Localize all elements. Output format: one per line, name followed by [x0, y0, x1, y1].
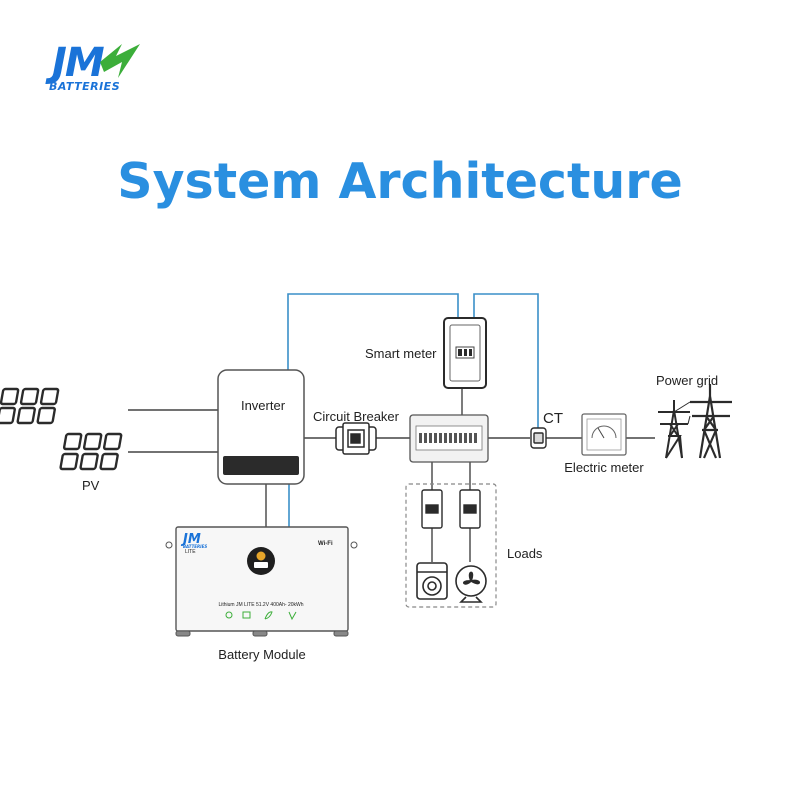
logo-letters: JM — [45, 40, 104, 86]
panel-switch-row — [419, 433, 477, 443]
battery-wifi-label: Wi-Fi — [318, 541, 333, 547]
panel-switch — [444, 433, 447, 443]
battery-check-icon — [288, 611, 297, 621]
battery-logo-word: BATTERIES — [183, 544, 207, 549]
battery-leaf-icon — [264, 611, 273, 620]
battery-power-button — [247, 547, 275, 575]
panel-switch — [459, 433, 462, 443]
ct-label: CT — [543, 410, 563, 427]
battery-status-badge-icon — [256, 551, 266, 561]
panel-switch — [474, 433, 477, 443]
power-tower-icon — [658, 400, 690, 459]
power-line-cables — [673, 401, 691, 425]
wire-inverter-smartmeter — [287, 293, 459, 370]
battery-spec-text: Lithium JM LITE 51.2V 400Ah- 20kWh — [218, 602, 303, 608]
solar-panel-icon — [0, 387, 60, 425]
panel-switch — [449, 433, 452, 443]
panel-switch — [469, 433, 472, 443]
panel-switch — [464, 433, 467, 443]
load-breaker-icon — [459, 489, 481, 529]
battery-status-icons — [225, 611, 297, 621]
battery-indicator-icon — [254, 562, 268, 568]
smart-meter-label: Smart meter — [365, 346, 437, 361]
pv-label: PV — [82, 478, 100, 493]
inverter-label: Inverter — [241, 398, 286, 413]
load-breaker-icon — [421, 489, 443, 529]
panel-switch — [434, 433, 437, 443]
battery-lite-label: LITE — [185, 549, 196, 555]
panel-switch — [439, 433, 442, 443]
battery-charge-icon — [242, 611, 251, 619]
electric-meter-label: Electric meter — [564, 460, 644, 475]
ct-clamp-icon — [530, 427, 547, 449]
solar-panel-icon — [59, 432, 123, 471]
power-wires — [128, 388, 655, 562]
panel-switch — [429, 433, 432, 443]
battery-module: JM BATTERIES LITE Wi-Fi Lithium JM LITE … — [165, 526, 358, 637]
circuit-breaker-label: Circuit Breaker — [313, 409, 400, 424]
power-tower-icon — [690, 384, 732, 459]
distribution-panel — [409, 414, 489, 463]
inverter — [217, 369, 305, 485]
logo-word: BATTERIES — [49, 80, 120, 93]
smart-meter-icon — [443, 317, 487, 389]
loads-group — [405, 483, 497, 608]
circuit-breaker-icon — [335, 422, 377, 455]
panel-switch — [424, 433, 427, 443]
panel-switch — [454, 433, 457, 443]
pv-array — [0, 387, 123, 471]
power-grid-label: Power grid — [656, 373, 718, 388]
battery-module-label: Battery Module — [218, 647, 305, 662]
washing-machine-icon — [416, 562, 448, 600]
signal-wires — [287, 293, 539, 527]
loads-label: Loads — [507, 546, 543, 561]
logo-leaf-icon — [100, 44, 140, 78]
page-title: System Architecture — [117, 153, 682, 210]
electric-meter-icon — [581, 413, 627, 456]
battery-cycle-icon — [225, 611, 233, 619]
battery-feet — [175, 630, 349, 637]
fan-icon — [455, 565, 487, 603]
inverter-display — [223, 456, 299, 475]
panel-switch — [419, 433, 422, 443]
brand-logo: JM BATTERIES — [45, 40, 140, 93]
battery-logo-letters: JM — [180, 532, 201, 547]
wire-smartmeter-ct — [473, 293, 539, 430]
